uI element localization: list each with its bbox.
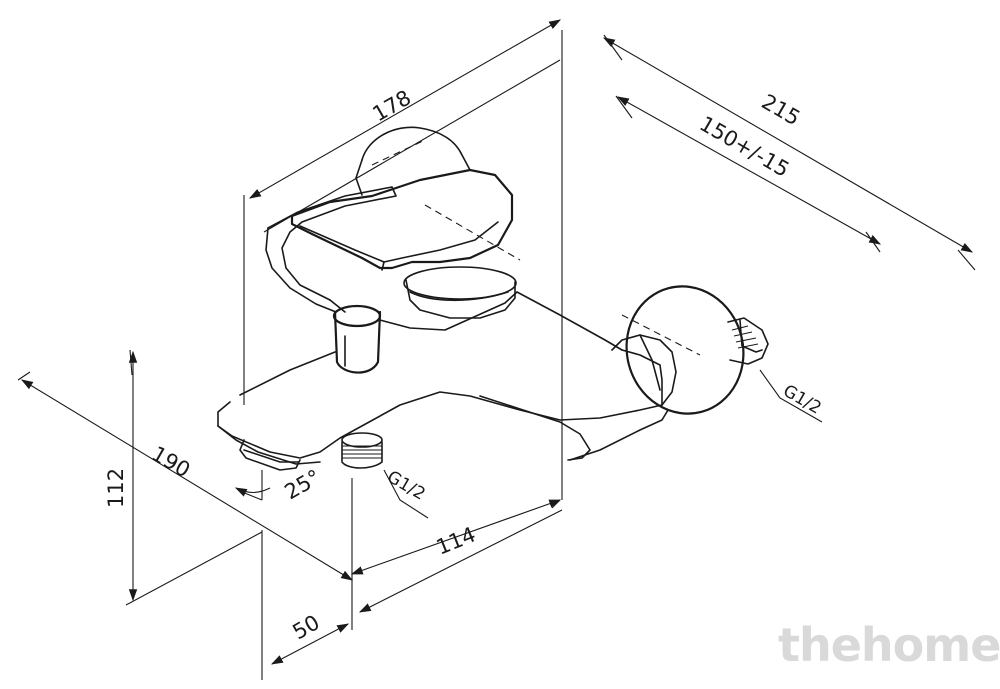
diverter-knob-drawing	[332, 304, 382, 374]
dimension-lines	[17, 19, 976, 680]
dimension-label-178: 178	[369, 85, 416, 126]
dimension-label-25-deg: 25°	[281, 465, 325, 504]
dimension-label-114: 114	[433, 522, 479, 559]
eccentric-connector-drawing	[611, 285, 769, 415]
thread-label-inlet: G1/2	[780, 381, 825, 419]
lever-handle-drawing	[290, 126, 521, 319]
mixer-body-drawing	[217, 186, 669, 471]
dimension-label-190: 190	[148, 442, 195, 483]
watermark-logo: thehome	[778, 618, 1000, 672]
dimension-label-215: 215	[758, 90, 805, 131]
outlet-thread-drawing	[341, 432, 383, 469]
thread-label-outlet: G1/2	[384, 467, 429, 505]
dimension-label-112: 112	[104, 468, 128, 508]
